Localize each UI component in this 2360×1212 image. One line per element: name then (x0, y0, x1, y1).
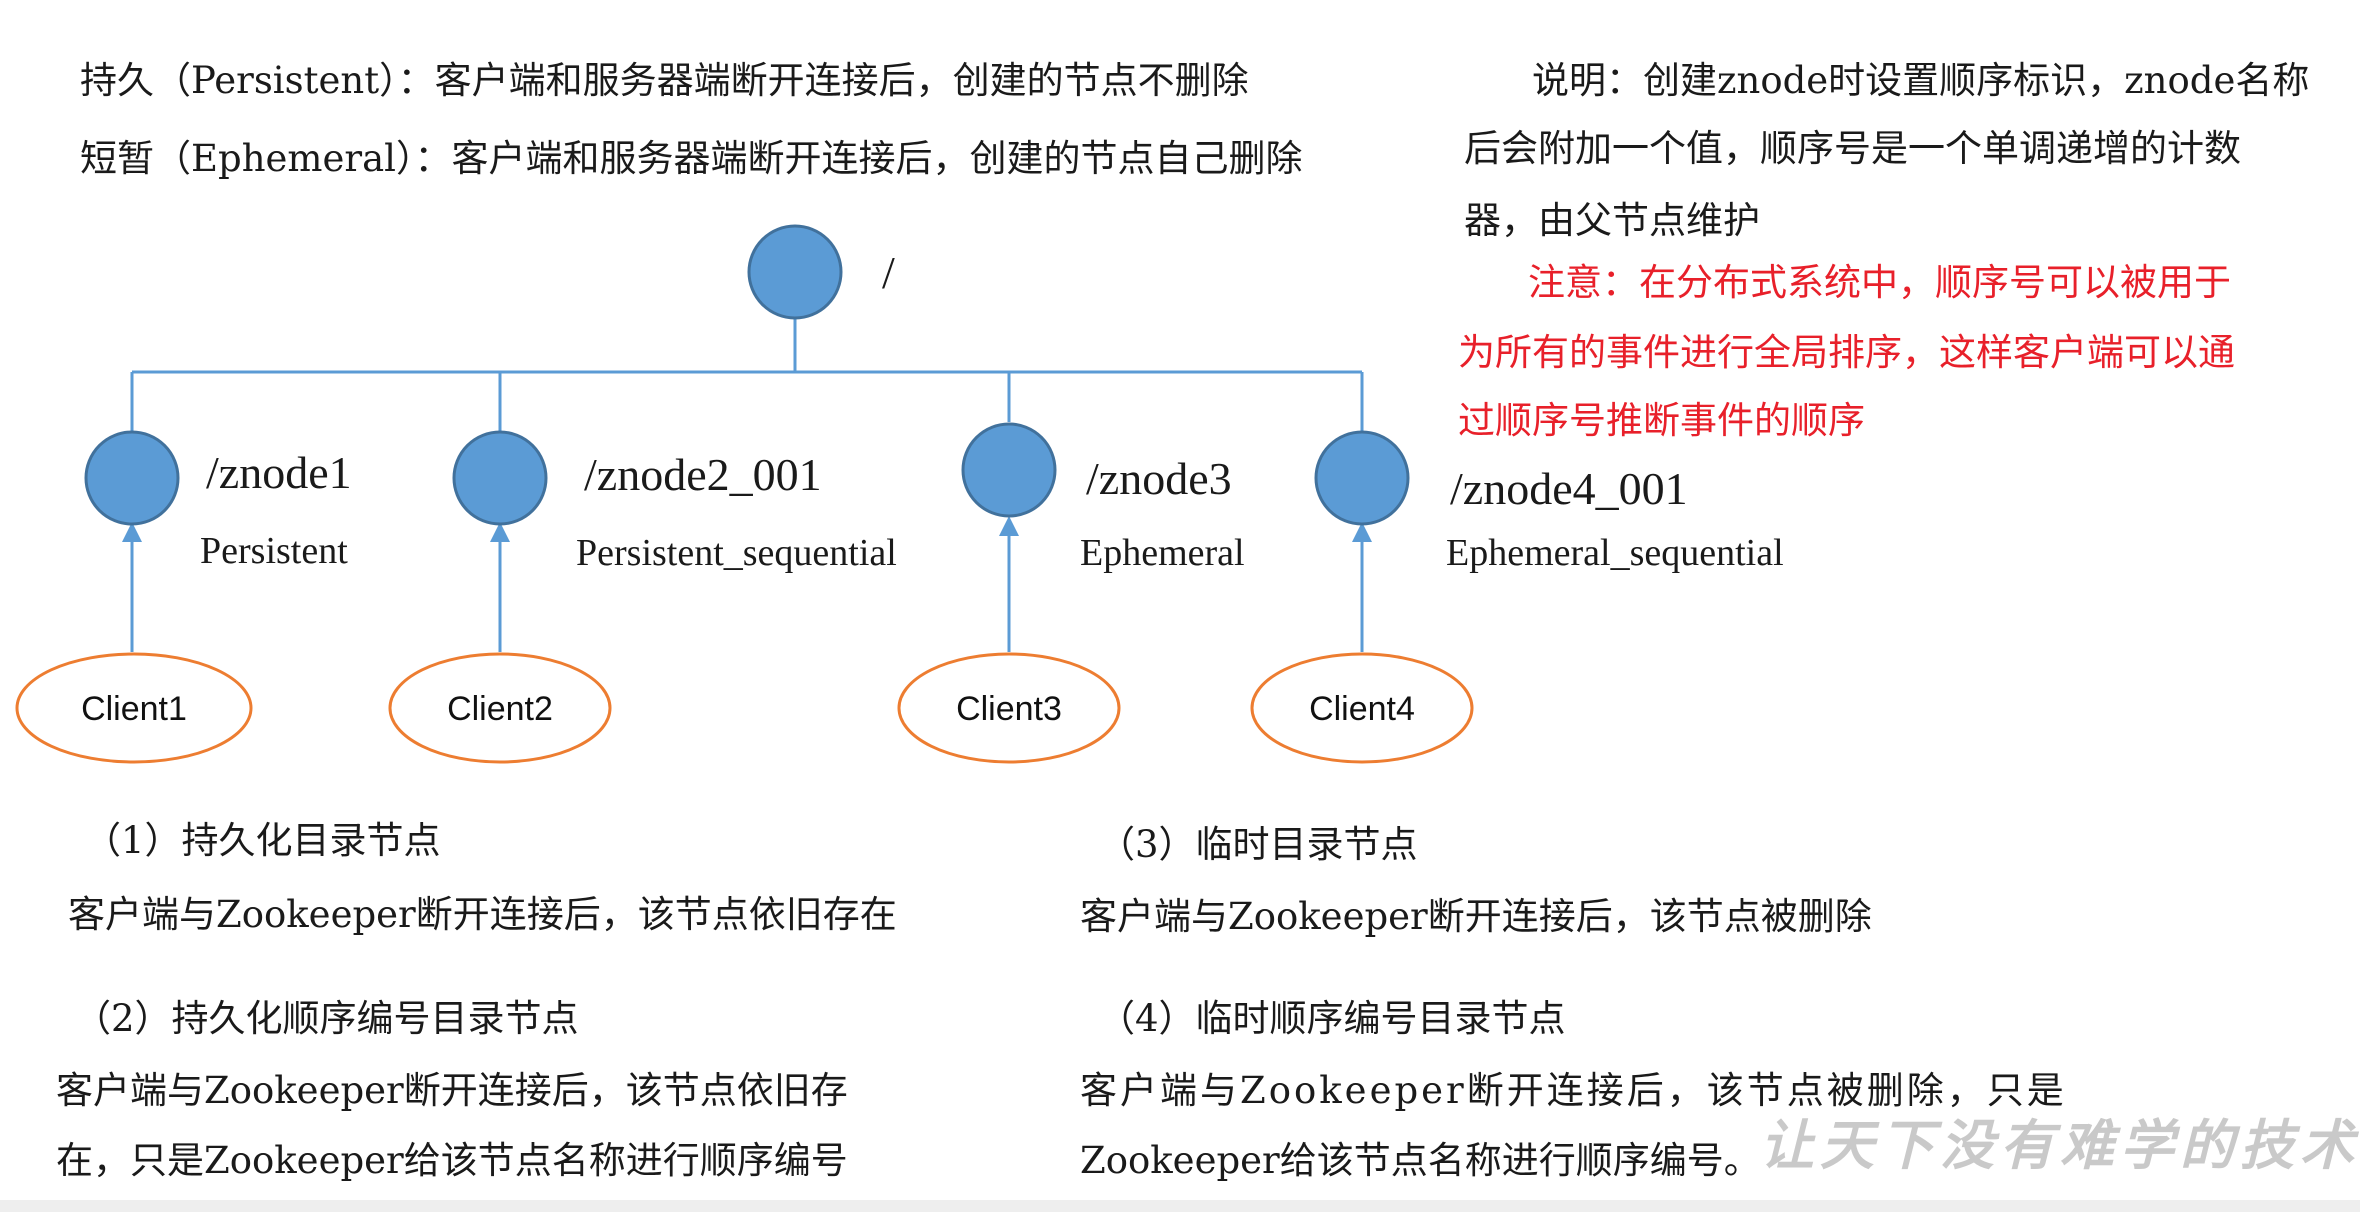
desc1-text: 客户端与Zookeeper断开连接后，该节点依旧存在 (68, 893, 897, 936)
persistent-definition: 持久（Persistent）：客户端和服务器端断开连接后，创建的节点不删除 (80, 59, 1249, 102)
desc2-title: （2）持久化顺序编号目录节点 (74, 997, 579, 1040)
client2-ellipse (388, 652, 612, 764)
client3-label: Client3 (956, 690, 1062, 728)
znode1-type: Persistent (200, 530, 348, 572)
note-line-1: 说明：创建znode时设置顺序标识，znode名称 (1532, 59, 2310, 102)
root-label: / (882, 247, 895, 298)
desc4-text-2: Zookeeper给该节点名称进行顺序编号。 (1080, 1139, 1761, 1182)
desc3-title: （3）临时目录节点 (1098, 823, 1418, 866)
client4-arrowhead (1352, 522, 1372, 542)
client3-ellipse (897, 652, 1121, 764)
warning-line-3: 过顺序号推断事件的顺序 (1458, 399, 1865, 442)
znode3-type: Ephemeral (1080, 532, 1245, 574)
client4-label: Client4 (1309, 690, 1415, 728)
client1-label: Client1 (81, 690, 187, 728)
znode4-node (1314, 430, 1410, 526)
desc2-text-2: 在，只是Zookeeper给该节点名称进行顺序编号 (56, 1139, 848, 1182)
znode1-node (84, 430, 180, 526)
note-line-3: 器，由父节点维护 (1464, 199, 1760, 242)
bottom-divider (0, 1200, 2360, 1212)
root-node (747, 224, 843, 320)
client1-ellipse (15, 652, 253, 764)
znode2-name: /znode2_001 (584, 449, 822, 500)
znode3-name: /znode3 (1086, 453, 1232, 504)
znode1-name: /znode1 (206, 447, 352, 498)
client4-ellipse (1250, 652, 1474, 764)
znode4-type: Ephemeral_sequential (1446, 532, 1784, 574)
note-line-2: 后会附加一个值，顺序号是一个单调递增的计数 (1464, 127, 2241, 170)
desc3-text: 客户端与Zookeeper断开连接后，该节点被删除 (1080, 895, 1872, 938)
warning-line-1: 注意：在分布式系统中，顺序号可以被用于 (1528, 261, 2231, 304)
desc1-title: （1）持久化目录节点 (84, 819, 441, 862)
znode4-name: /znode4_001 (1450, 463, 1688, 514)
warning-line-2: 为所有的事件进行全局排序，这样客户端可以通 (1458, 331, 2235, 374)
desc4-text-1: 客户端与Zookeeper断开连接后，该节点被删除，只是 (1080, 1069, 2067, 1112)
desc2-text-1: 客户端与Zookeeper断开连接后，该节点依旧存 (56, 1069, 848, 1112)
client3-arrowhead (999, 516, 1019, 536)
znode3-node (961, 422, 1057, 518)
znode2-node (452, 430, 548, 526)
client1-arrowhead (122, 522, 142, 542)
watermark: 让天下没有难学的技术 (1760, 1113, 2360, 1177)
desc4-title: （4）临时顺序编号目录节点 (1098, 997, 1566, 1040)
client2-arrowhead (490, 522, 510, 542)
ephemeral-definition: 短暂（Ephemeral）：客户端和服务器端断开连接后，创建的节点自己删除 (80, 137, 1303, 180)
client2-label: Client2 (447, 690, 553, 728)
znode2-type: Persistent_sequential (576, 532, 897, 574)
